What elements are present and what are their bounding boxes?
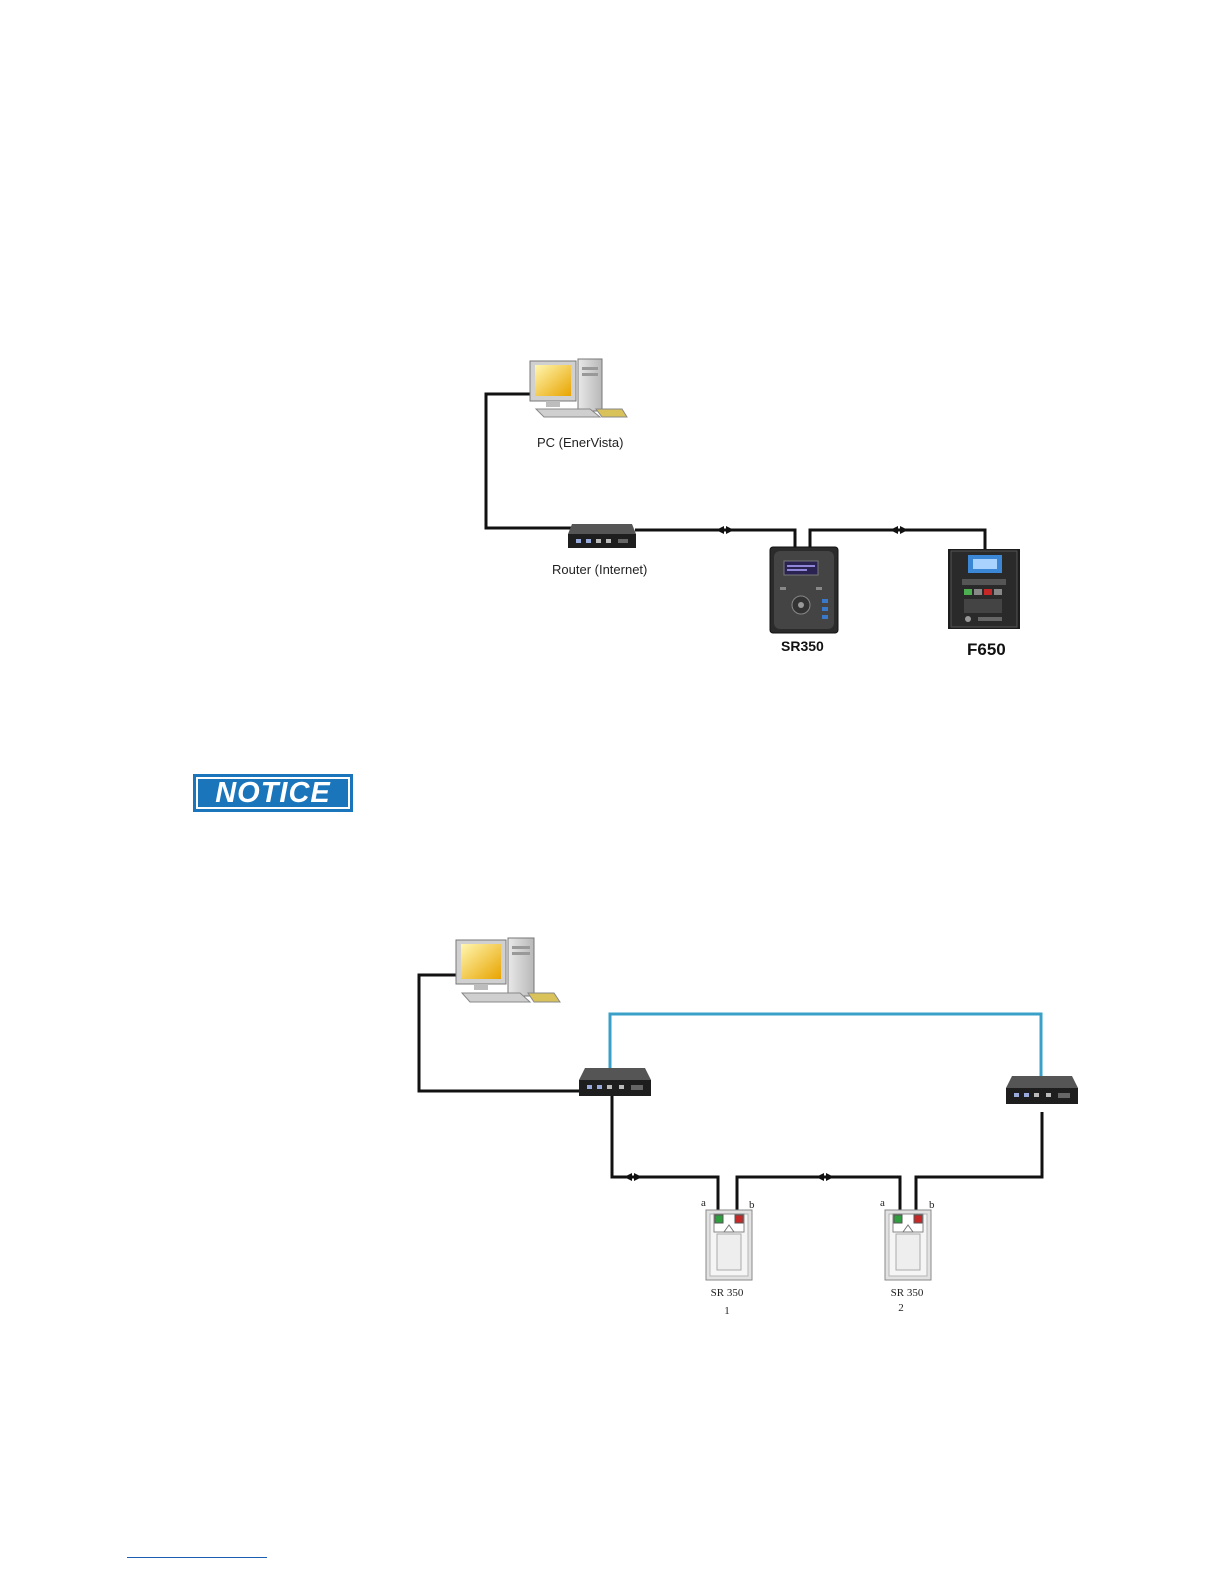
notice-badge: NOTICE [193, 774, 353, 812]
port-b-label: b [749, 1199, 755, 1211]
port-a-label: a [880, 1197, 885, 1209]
relay-sr350-label: SR350 [781, 638, 824, 654]
port-b-label: b [929, 1199, 935, 1211]
computer-icon [456, 938, 560, 1002]
computer-icon [530, 359, 627, 417]
relay-unit-1-number: 1 [697, 1305, 757, 1317]
pc-label: PC (EnerVista) [537, 435, 623, 450]
relay-unit-2-icon [885, 1210, 931, 1280]
relay-unit-2-label: SR 350 [877, 1287, 937, 1299]
notice-label: NOTICE [196, 777, 350, 809]
router-label: Router (Internet) [552, 562, 647, 577]
footer-rule [127, 1557, 267, 1558]
router-icon [568, 524, 636, 548]
relay-unit-1-icon [706, 1210, 752, 1280]
switch-icon [579, 1068, 651, 1096]
relay-unit-2-number: 2 [871, 1302, 931, 1314]
ring-link [610, 1014, 1041, 1078]
switch-icon [1006, 1076, 1078, 1104]
relay-sr350-icon [770, 547, 838, 633]
port-a-label: a [701, 1197, 706, 1209]
relay-f650-icon [948, 549, 1020, 629]
relay-f650-label: F650 [967, 640, 1006, 660]
diagram2-links [419, 975, 1042, 1210]
relay-unit-1-label: SR 350 [697, 1287, 757, 1299]
